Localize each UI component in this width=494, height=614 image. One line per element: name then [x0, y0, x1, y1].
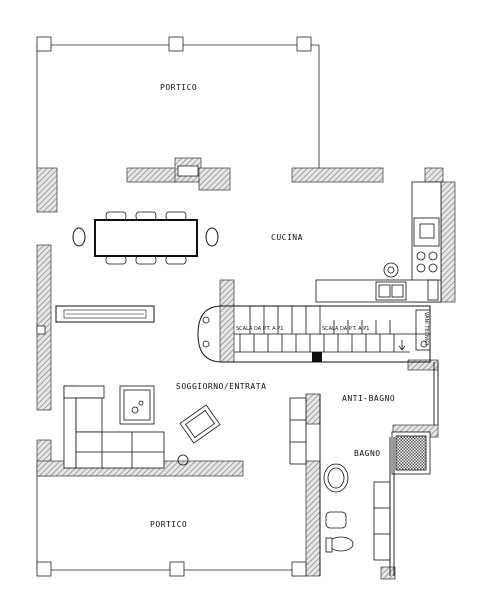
portico-bottom [36, 476, 307, 577]
room-label-bagno: BAGNO [354, 449, 381, 458]
room-label-anti-bagno: ANTI-BAGNO [342, 394, 395, 403]
room-label-cucina: CUCINA [271, 233, 303, 242]
dining-table [72, 211, 219, 265]
tv-unit [55, 305, 155, 323]
column-marker [36, 325, 46, 335]
portico-top [36, 36, 320, 170]
staircase [197, 305, 431, 363]
stair-right-label: SCALA DA P.T. A P1 [322, 326, 369, 332]
armchair [179, 404, 221, 444]
bathroom-walls [319, 362, 439, 576]
bathroom [289, 397, 431, 561]
stair-post [312, 352, 322, 362]
room-label-portico-top: PORTICO [160, 83, 197, 92]
sofa [63, 385, 165, 469]
stair-left-label: SCALA DA P.T. A P1 [236, 326, 283, 332]
coffee-table [119, 385, 155, 425]
room-label-portico-bottom: PORTICO [150, 520, 187, 529]
kitchen-counter [315, 181, 442, 303]
room-label-soggiorno: SOGGIORNO/ENTRATA [176, 382, 266, 391]
vani-tecnici-label: VANI TECNICI [423, 312, 429, 345]
side-table [177, 454, 189, 466]
fireplace-block [177, 165, 199, 177]
